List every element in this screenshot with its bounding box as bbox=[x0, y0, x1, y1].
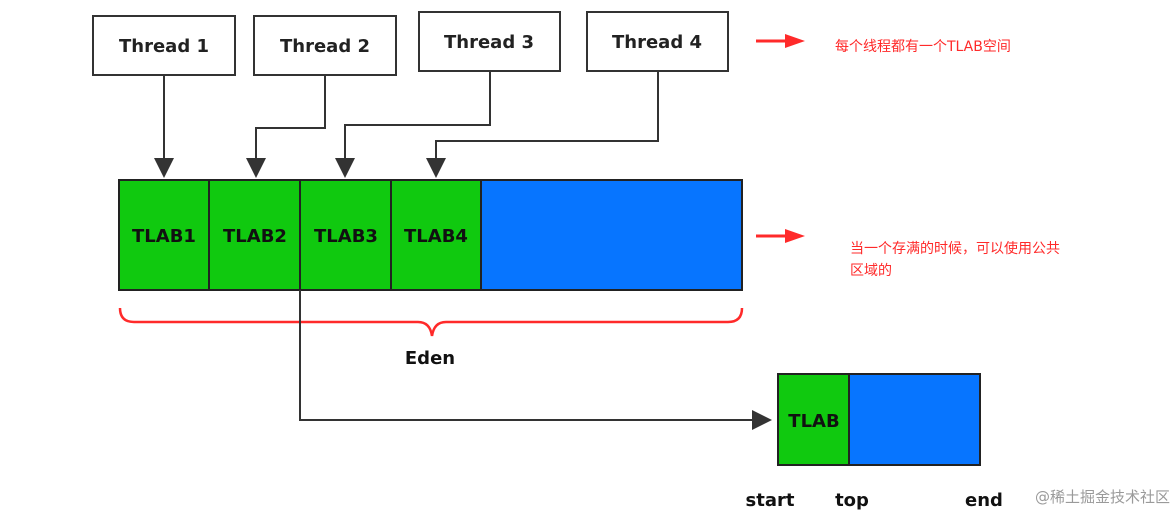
thread-box-3: Thread 3 bbox=[418, 11, 561, 72]
tlab4-block bbox=[390, 179, 482, 291]
tlab3-label: TLAB3 bbox=[314, 226, 378, 247]
tlab-detail: TLAB bbox=[777, 373, 981, 466]
eden-bar: TLAB1 TLAB2 TLAB3 TLAB4 bbox=[118, 179, 743, 291]
tlab1-label: TLAB1 bbox=[132, 226, 196, 247]
connector-thread2-tlab2 bbox=[246, 75, 326, 178]
connector-thread3-tlab3 bbox=[335, 71, 491, 178]
tlab2-label: TLAB2 bbox=[223, 226, 287, 247]
note-arrow-2 bbox=[756, 229, 805, 243]
thread-box-2: Thread 2 bbox=[253, 15, 397, 76]
tlab-detail-label: TLAB bbox=[788, 411, 839, 432]
connector-thread4-tlab4 bbox=[426, 71, 659, 178]
eden-brace bbox=[118, 307, 744, 337]
note-per-thread: 每个线程都有一个TLAB空间 bbox=[835, 39, 1011, 55]
thread-label-3: Thread 3 bbox=[444, 32, 534, 53]
thread-label-1: Thread 1 bbox=[119, 36, 209, 57]
thread-label-4: Thread 4 bbox=[612, 32, 702, 53]
thread-box-4: Thread 4 bbox=[586, 11, 729, 72]
connector-eden-to-tlab-detail bbox=[299, 290, 772, 430]
tlab-detail-free bbox=[848, 373, 981, 466]
eden-label: Eden bbox=[405, 348, 455, 369]
pointer-top-label: top bbox=[835, 490, 869, 511]
thread-label-2: Thread 2 bbox=[280, 36, 370, 57]
pointer-start-label: start bbox=[746, 490, 795, 511]
tlab4-label: TLAB4 bbox=[404, 226, 468, 247]
tlab-detail-used bbox=[777, 373, 850, 466]
eden-free-space bbox=[480, 179, 743, 291]
tlab2-block bbox=[208, 179, 301, 291]
note-arrow-1 bbox=[756, 34, 805, 48]
pointer-end-label: end bbox=[965, 490, 1003, 511]
note-full-line2: 区域的 bbox=[850, 263, 892, 279]
watermark: @稀土掘金技术社区 bbox=[1035, 488, 1170, 506]
thread-box-1: Thread 1 bbox=[92, 15, 236, 76]
note-full-line1: 当一个存满的时候，可以使用公共 bbox=[850, 240, 1060, 257]
